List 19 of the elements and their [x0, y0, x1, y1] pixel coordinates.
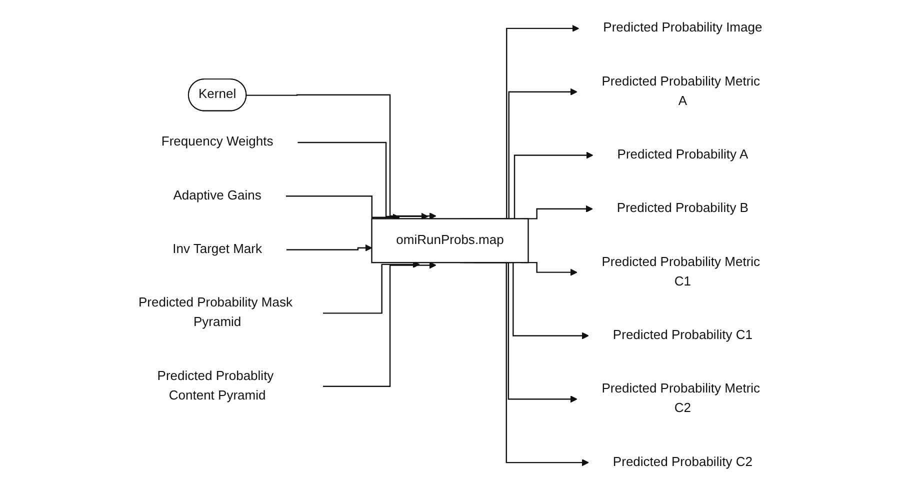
- node-text: Predicted Probablity Content Pyramid: [157, 369, 274, 403]
- node-text: Predicted Probability Image: [603, 21, 762, 35]
- node-text: Predicted Probability B: [616, 202, 748, 216]
- arrow: [286, 244, 372, 252]
- arrow: [298, 142, 428, 220]
- node-text: Predicted Probability Metric C1: [602, 255, 760, 289]
- node-text: Predicted Probability C1: [612, 328, 752, 342]
- node-text: Predicted Probability Metric C2: [602, 382, 760, 416]
- node-text: Inv Target Mark: [172, 242, 262, 256]
- arrow: [286, 196, 400, 221]
- node-text: Predicted Probability A: [617, 148, 748, 162]
- node-text: Frequency Weights: [161, 135, 274, 149]
- node-text: Adaptive Gains: [173, 188, 262, 203]
- node-text: Predicted Probability Mask Pyramid: [138, 296, 292, 330]
- node-box: omiRunProbs.map: [371, 218, 529, 264]
- node-text: Predicted Probability Metric A: [602, 74, 760, 108]
- arrow: [322, 262, 436, 387]
- arrow: [246, 94, 436, 220]
- node-text: Predicted Probability C2: [612, 455, 752, 470]
